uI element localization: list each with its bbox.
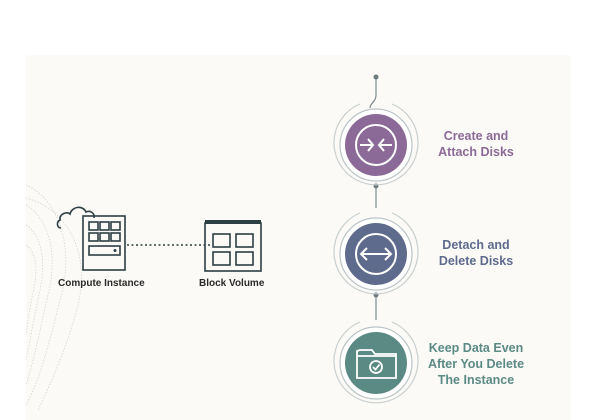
step-1-circle	[339, 108, 413, 182]
step-3-circle	[339, 326, 413, 400]
step-2-line-2: Delete Disks	[438, 254, 514, 268]
arrows-inward-icon	[360, 138, 392, 152]
folder-check-icon	[356, 349, 397, 379]
step-2-circle	[339, 217, 413, 291]
connector-line	[369, 94, 377, 109]
step-chain	[333, 74, 419, 404]
storage-grid-icon	[204, 220, 262, 272]
cloud-server-icon	[56, 206, 126, 271]
step-1-label: Create and Attach Disks	[411, 128, 541, 160]
step-3-line-3: The Instance	[437, 373, 515, 387]
step-3-line-2: After You Delete	[427, 357, 525, 371]
ring-arc	[333, 103, 419, 186]
step-2-label: Detach and Delete Disks	[411, 237, 541, 269]
compute-instance-label: Compute Instance	[58, 278, 145, 289]
diagram-panel	[26, 55, 571, 420]
ring-arc	[333, 212, 419, 295]
top-node-dot	[373, 74, 379, 80]
step-1-line-2: Attach Disks	[438, 145, 514, 159]
block-volume-label: Block Volume	[199, 278, 265, 289]
step-3-line-1: Keep Data Even	[428, 341, 524, 355]
ring-arc	[333, 321, 419, 404]
step-1-line-1: Create and	[443, 129, 509, 143]
step-3-label: Keep Data Even After You Delete The Inst…	[411, 340, 541, 388]
arrows-outward-icon	[359, 247, 393, 261]
step-2-line-1: Detach and	[442, 238, 510, 252]
dotted-connector	[127, 244, 211, 246]
